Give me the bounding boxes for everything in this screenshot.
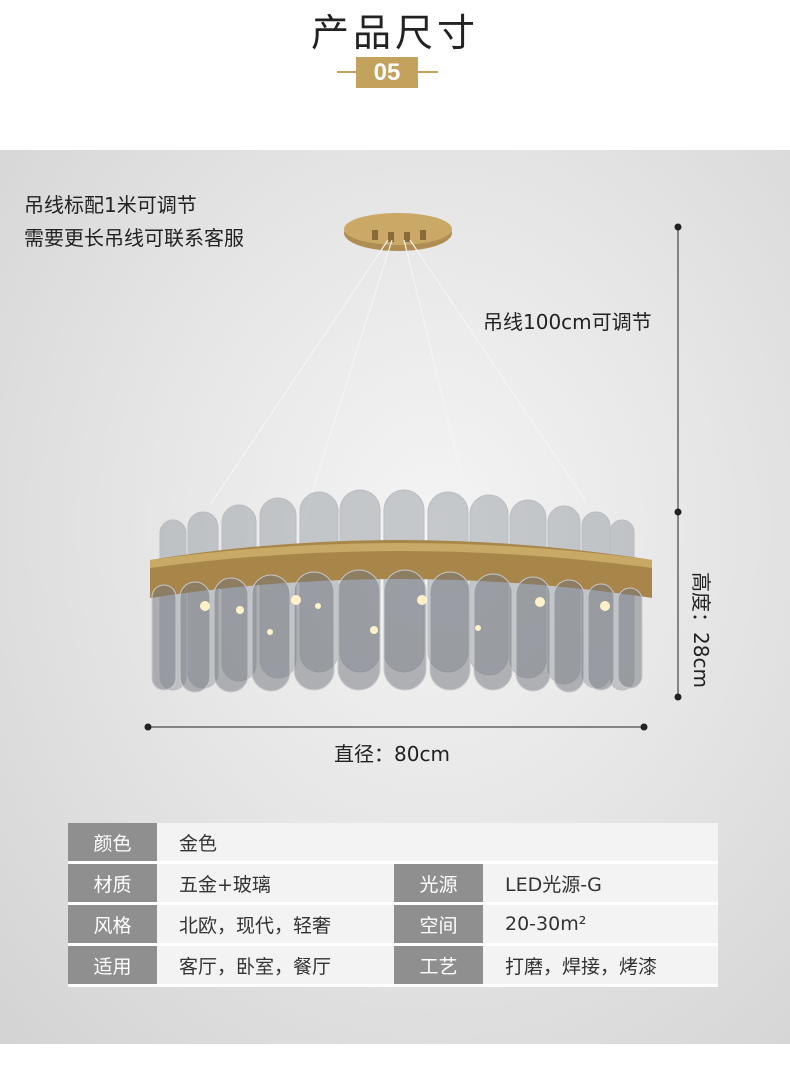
- spec-key: 空间: [394, 903, 483, 946]
- table-row: 材质 五金+玻璃 光源 LED光源-G: [68, 862, 718, 905]
- spec-key: 颜色: [68, 823, 157, 864]
- spec-value: LED光源-G: [483, 862, 718, 905]
- spec-value: 五金+玻璃: [157, 862, 394, 905]
- spec-key: 工艺: [394, 944, 483, 987]
- badge-line-left: [337, 71, 357, 73]
- spec-key: 材质: [68, 862, 157, 905]
- cable-note-line-2: 需要更长吊线可联系客服: [24, 226, 244, 250]
- spec-value: 金色: [157, 823, 718, 864]
- light-bulbs: [200, 595, 610, 635]
- table-row: 适用 客厅，卧室，餐厅 工艺 打磨，焊接，烤漆: [68, 944, 718, 987]
- spec-value: 打磨，焊接，烤漆: [483, 944, 718, 987]
- height-label: 高度：28cm: [688, 544, 714, 688]
- spec-value: 北欧，现代，轻奢: [157, 903, 394, 946]
- diameter-label: 直径：80cm: [334, 742, 450, 766]
- table-row: 颜色 金色: [68, 823, 718, 864]
- spec-value: 客厅，卧室，餐厅: [157, 944, 394, 987]
- cable-length-label: 吊线100cm可调节: [483, 310, 652, 334]
- height-label-text: 高度：28cm: [689, 572, 713, 688]
- spec-key: 适用: [68, 944, 157, 987]
- dimension-lines: [144, 223, 682, 731]
- suspension-cables: [209, 239, 586, 531]
- badge-line-right: [418, 71, 438, 73]
- section-number-badge: 05: [356, 57, 418, 88]
- cable-note-line-1: 吊线标配1米可调节: [24, 193, 197, 217]
- glass-panels-front: [151, 569, 643, 693]
- header: 产品尺寸 05: [0, 0, 790, 150]
- spec-key: 光源: [394, 862, 483, 905]
- table-row: 风格 北欧，现代，轻奢 空间 20-30m²: [68, 903, 718, 946]
- footer-space: [0, 1044, 790, 1079]
- spec-key: 风格: [68, 903, 157, 946]
- page-title: 产品尺寸: [310, 11, 479, 55]
- spec-value: 20-30m²: [483, 903, 718, 946]
- spec-table: 颜色 金色 材质 五金+玻璃 光源 LED光源-G 风格 北欧，现代，轻奢 空间…: [68, 823, 718, 987]
